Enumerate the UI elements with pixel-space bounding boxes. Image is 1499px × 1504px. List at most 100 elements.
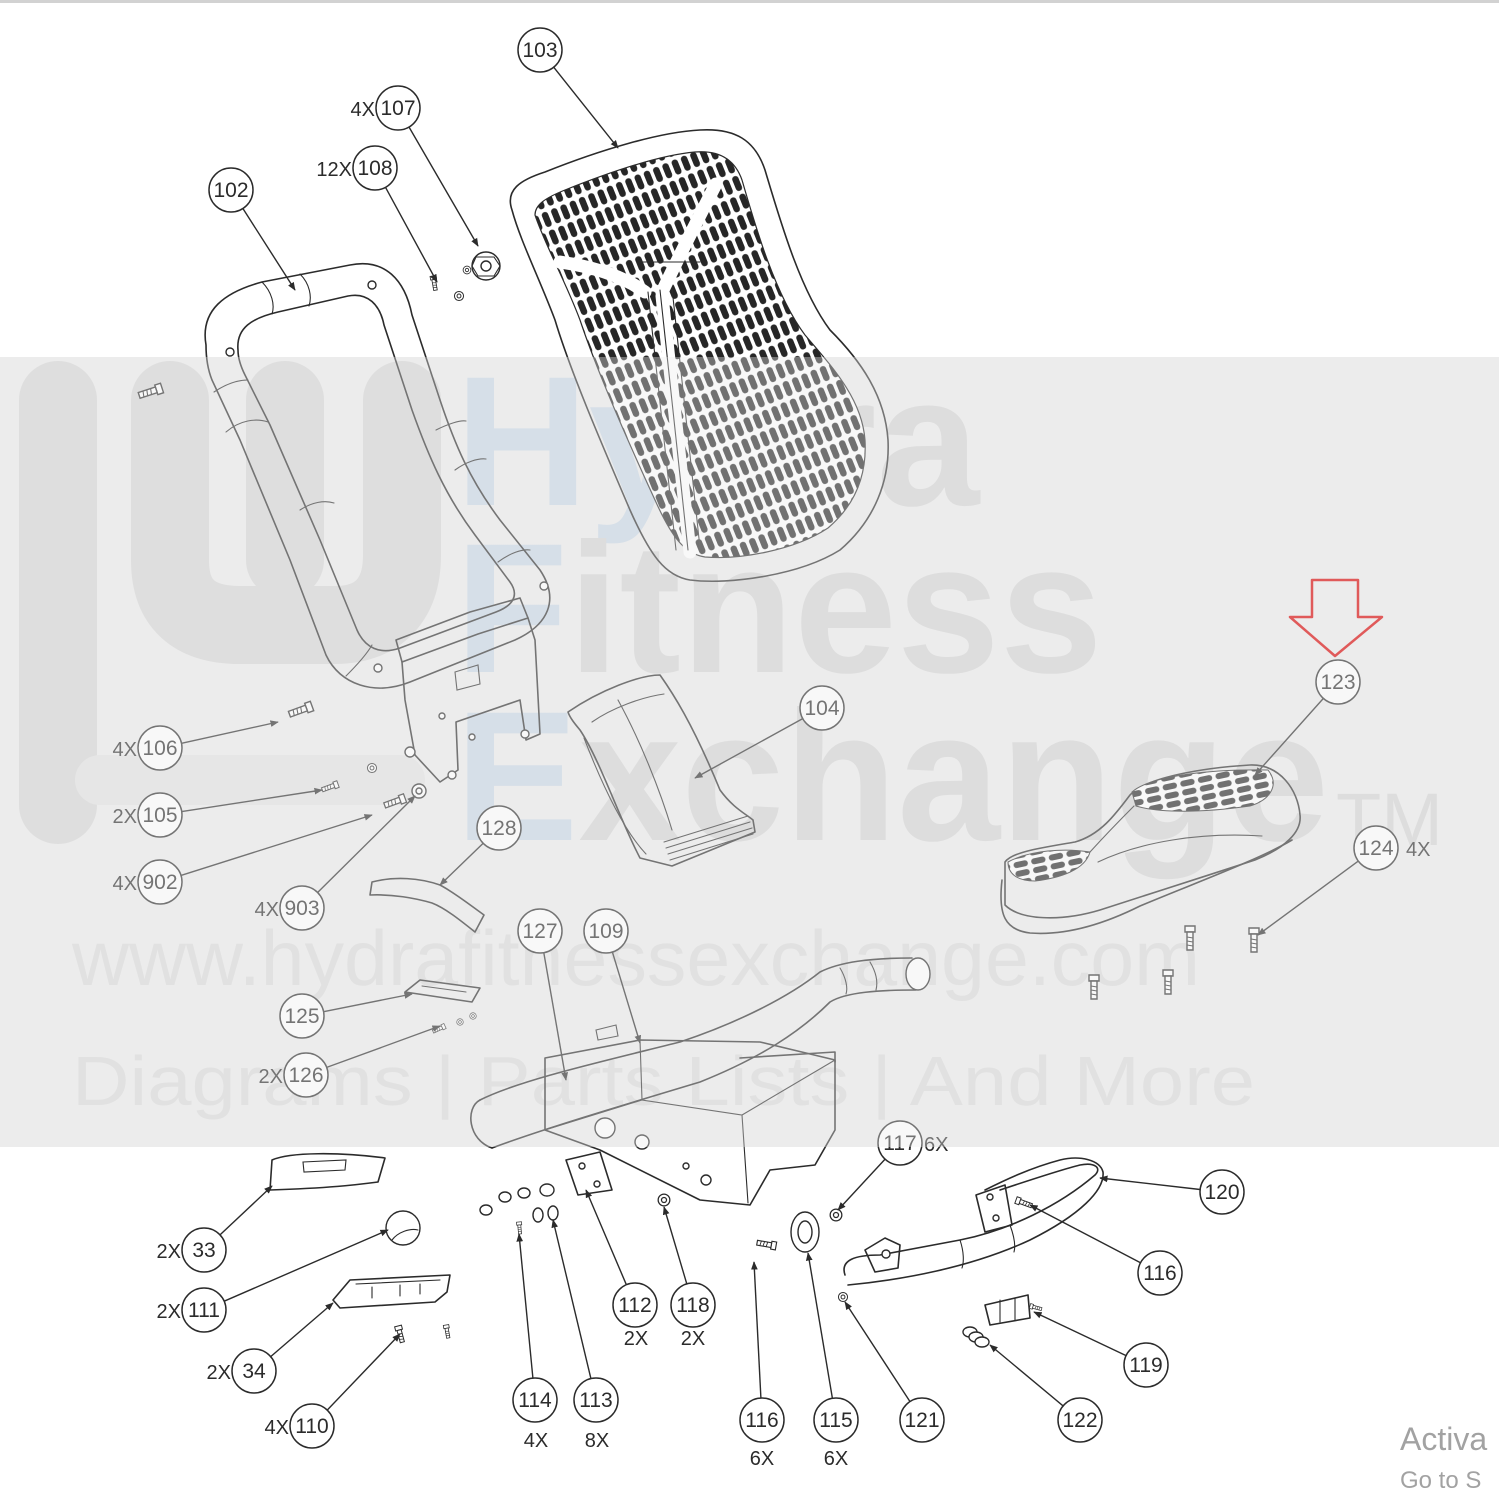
watermark-url: www.hydrafitnessexchange.com [71,914,1200,1002]
os-activation-line1: Activa [1400,1421,1487,1457]
callout-quantity: 6X [750,1448,774,1470]
callout-quantity: 2X [624,1328,648,1350]
callout-quantity: 2X [207,1362,231,1384]
callout-110: 110 4X [265,1333,401,1449]
leader-line [553,66,619,149]
leader-line [662,1206,688,1285]
leader-line [384,186,438,283]
callout-quantity: 4X [255,899,279,921]
leader-line [326,1333,401,1411]
leader-line [805,1252,834,1399]
leader-line [181,720,279,744]
highlight-arrow-icon [1288,578,1384,658]
leader-line [989,1344,1064,1407]
part-hub-and-screws [429,251,501,302]
callout-number: 103 [522,39,557,62]
callout-number: 119 [1129,1354,1162,1377]
leader-line [1254,697,1324,776]
callout-116: 116 [1029,1204,1183,1296]
callout-number: 112 [618,1294,651,1317]
callout-number: 124 [1358,837,1393,860]
part-lower-hardware [269,1151,849,1344]
callout-number: 107 [380,97,415,120]
part-main-frame [470,957,931,1206]
callout-circle [289,1403,335,1449]
callout-number: 128 [481,817,516,840]
leader-line [694,717,804,779]
part-handle [843,1157,1104,1348]
leader-line [181,787,323,813]
callout-number: 123 [1320,671,1355,694]
callout-circle [1123,1342,1169,1388]
callout-circle [231,1348,277,1394]
leader-line [408,126,479,247]
part-back-pad [509,129,889,583]
callout-number: 126 [288,1064,323,1087]
callout-number: 110 [295,1415,328,1438]
callout-123: 123 [1254,659,1361,776]
callout-circle [283,1052,329,1098]
leader-line [326,1025,441,1069]
leader-line [439,842,484,886]
callout-circle [1057,1397,1103,1443]
callout-circle [583,908,629,954]
callout-circle [137,859,183,905]
callout-number: 108 [357,157,392,180]
leader-line [1257,860,1359,936]
callout-circle [279,993,325,1039]
callout-quantity: 2X [157,1241,181,1263]
callout-125: 125 [279,992,413,1039]
part-plate [404,979,481,1035]
callout-circle [739,1397,785,1443]
callout-number: 106 [142,737,177,760]
leader-line [317,795,416,893]
callout-circle [517,908,563,954]
callout-128: 128 [439,805,522,886]
callout-quantity: 4X [351,99,375,121]
callout-number: 118 [676,1294,709,1317]
callout-number: 109 [588,920,623,943]
leader-line [223,1229,389,1302]
callout-quantity: 2X [157,1301,181,1323]
callout-circle [1199,1169,1245,1215]
leader-line [611,951,642,1044]
callout-circle [899,1397,945,1443]
callout-circle [279,885,325,931]
callout-circle [208,167,254,213]
callout-circle [352,145,398,191]
callout-120: 120 [1099,1169,1245,1215]
leader-line [837,1158,886,1211]
callout-quantity: 12X [316,159,352,181]
callout-quantity: 4X [1406,839,1430,861]
callout-number: 125 [284,1005,319,1028]
callout-number: 113 [579,1389,612,1412]
callout-103: 103 [517,27,619,149]
part-fasteners-left [287,700,427,811]
callout-number: 33 [192,1239,215,1262]
callout-number: 127 [522,920,557,943]
callout-circle [877,1120,923,1166]
watermark-logo [19,361,441,844]
callout-circle [612,1282,658,1328]
callout-102: 102 [208,167,296,291]
callout-circle [181,1227,227,1273]
callout-127: 127 [517,908,569,1081]
callout-124: 124 4X [1257,825,1430,936]
leader-line [219,1185,273,1236]
callout-number: 122 [1062,1409,1097,1432]
callout-quantity: 4X [265,1417,289,1439]
callout-quantity: 2X [113,806,137,828]
callout-121: 121 [844,1301,945,1443]
